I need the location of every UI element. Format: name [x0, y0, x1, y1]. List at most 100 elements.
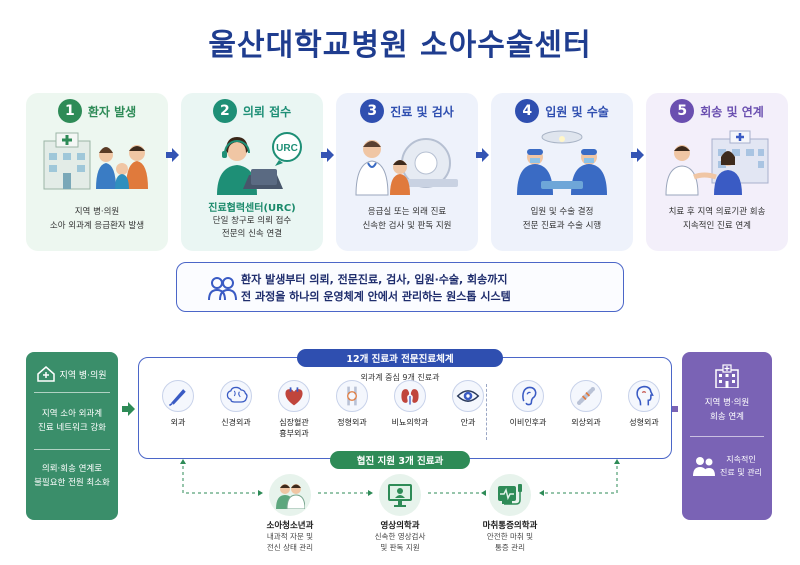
- step-desc-line: 단일 창구로 의뢰 접수: [212, 216, 292, 226]
- urc-label: 진료협력센터(URC): [208, 203, 296, 214]
- department-item: 신경외과: [208, 380, 264, 428]
- call-center-agent-icon: URC: [217, 132, 302, 195]
- step-card-return: 5 회송 및 연계 치료 후 지역 의료기관 회송 지속적인 진료 연계: [646, 93, 788, 251]
- doctor-ct-scanner-icon: [355, 138, 458, 196]
- step-card-surgery: 4 입원 및 수술 입원 및 수술 결정 전문 진료과 수술 시행: [491, 93, 633, 251]
- coop-dept-desc: 신속한 영상검사: [374, 532, 426, 541]
- face-profile-icon: [628, 380, 660, 412]
- department-name-line: 이비인후과: [509, 418, 547, 427]
- step-desc-line: 전문의 신속 연결: [221, 229, 283, 239]
- department-name: 이비인후과: [500, 417, 556, 428]
- kidney-icon: [394, 380, 426, 412]
- divider: [486, 384, 487, 440]
- step-desc-line: 지역 병·의원: [74, 207, 120, 217]
- coop-departments-pill: 협진 지원 3개 진료과: [330, 451, 470, 469]
- step-card-examination: 3 진료 및 검사 응급실 또는 외래 진료 신속한 검사 및 판독 지원: [336, 93, 478, 251]
- department-name-line: 성형외과: [629, 418, 659, 427]
- right-panel-text: 회송 연계: [710, 412, 744, 422]
- step-label: 입원 및 수술: [545, 104, 609, 119]
- department-name-line: 심장혈관: [279, 418, 309, 427]
- left-panel-text: 지역 소아 외과계: [41, 409, 103, 419]
- left-panel-heading: 지역 병·의원: [59, 370, 107, 381]
- coop-dept-desc: 및 판독 지원: [380, 543, 420, 552]
- department-name: 외과: [150, 417, 206, 428]
- department-item: 비뇨의학과: [382, 380, 438, 428]
- home-clinic-icon: [37, 366, 56, 382]
- department-name: 성형외과: [616, 417, 672, 428]
- step-desc-line: 신속한 검사 및 판독 지원: [362, 221, 452, 231]
- department-name-line: 정형외과: [337, 418, 367, 427]
- step-desc-line: 응급실 또는 외래 진료: [367, 207, 447, 217]
- coop-dept-radiology: 영상의학과 신속한 영상검사 및 판독 지원: [350, 474, 450, 553]
- department-name-line: 안과: [460, 418, 476, 427]
- department-item: 성형외과: [616, 380, 672, 428]
- right-panel-text: 지속적인: [726, 455, 756, 464]
- step-label: 회송 및 연계: [700, 104, 764, 119]
- department-item: 외과: [150, 380, 206, 428]
- department-item: 정형외과: [324, 380, 380, 428]
- left-panel-text: 불필요한 전원 최소화: [34, 478, 110, 488]
- left-panel-local-clinics: 지역 병·의원 지역 소아 외과계 진료 네트워크 강화 의뢰·회송 연계로 불…: [26, 352, 118, 520]
- department-name-line: 흉부외과: [279, 429, 309, 438]
- arrow-right-icon: [166, 148, 179, 162]
- step-label: 환자 발생: [87, 104, 137, 119]
- left-panel-text: 진료 네트워크 강화: [38, 423, 106, 433]
- right-panel-return: 지역 병·의원 회송 연계 지속적인 진료 및 관리: [682, 352, 772, 520]
- eye-icon: [452, 380, 484, 412]
- family-care-icon: [693, 457, 716, 476]
- bandaged-bone-icon: [570, 380, 602, 412]
- bone-joint-icon: [336, 380, 368, 412]
- department-name: 비뇨의학과: [382, 417, 438, 428]
- step-number: 4: [515, 99, 540, 123]
- coop-dept-desc: 전신 상태 관리: [266, 543, 314, 552]
- coop-dept-pediatrics: 소아청소년과 내과적 자문 및 전신 상태 관리: [240, 474, 340, 553]
- step-desc-line: 지속적인 진료 연계: [683, 221, 751, 231]
- step-card-referral: 2 의뢰 접수 URC 진료협력센터(URC) 단일 창구로 의뢰 접수 전문의…: [181, 93, 323, 251]
- arrow-right-icon: [321, 148, 334, 162]
- department-name: 안과: [440, 417, 496, 428]
- step-number: 2: [212, 99, 237, 123]
- scalpel-icon: [162, 380, 194, 412]
- banner-line: 환자 발생부터 의뢰, 전문진료, 검사, 입원·수술, 회송까지: [241, 273, 508, 286]
- urc-badge: URC: [276, 143, 298, 154]
- handshake-clinic-icon: [665, 130, 769, 196]
- step-number: 3: [360, 99, 385, 123]
- step-desc-line: 전문 진료과 수술 시행: [522, 221, 602, 231]
- coop-dept-name: 마취통증의학과: [482, 521, 538, 531]
- page-title: 울산대학교병원 소아수술센터: [208, 28, 592, 63]
- right-panel-text: 지역 병·의원: [704, 398, 750, 408]
- coop-dept-anesthesiology: 마취통증의학과 안전한 마취 및 통증 관리: [460, 474, 560, 553]
- step-label: 진료 및 검사: [390, 104, 454, 119]
- anesthesia-monitor-icon: [489, 474, 531, 516]
- brain-icon: [220, 380, 252, 412]
- arrow-right-icon: [122, 402, 135, 416]
- one-stop-banner: 환자 발생부터 의뢰, 전문진료, 검사, 입원·수술, 회송까지 전 과정을 …: [176, 262, 624, 312]
- coop-dept-desc: 통증 관리: [495, 543, 525, 552]
- heart-icon: [278, 380, 310, 412]
- department-name-line: 외상외과: [571, 418, 601, 427]
- coop-dept-name: 영상의학과: [380, 521, 420, 531]
- step-label: 의뢰 접수: [242, 104, 292, 119]
- left-panel-text: 의뢰·회송 연계로: [41, 464, 103, 474]
- right-panel-text: 진료 및 관리: [720, 468, 762, 477]
- arrow-right-icon: [476, 148, 489, 162]
- department-name: 신경외과: [208, 417, 264, 428]
- arrow-right-icon: [631, 148, 644, 162]
- department-item: 외상외과: [558, 380, 614, 428]
- ear-icon: [512, 380, 544, 412]
- sub-departments-label: 외과계 중심 9개 진료과: [360, 373, 440, 382]
- building-icon: [715, 364, 739, 388]
- step-card-patient: 1 환자 발생 지역 병·의원 소아 외과계 응급환자 발생: [26, 93, 168, 251]
- department-name-line: 신경외과: [221, 418, 251, 427]
- step-desc-line: 소아 외과계 응급환자 발생: [49, 221, 145, 231]
- coop-dept-desc: 안전한 마취 및: [486, 532, 534, 541]
- coop-dept-name: 소아청소년과: [266, 521, 314, 531]
- monitor-scan-icon: [379, 474, 421, 516]
- main-departments-pill: 12개 진료과 전문진료체계: [297, 349, 503, 367]
- step-number: 5: [670, 99, 695, 123]
- department-item: 이비인후과: [500, 380, 556, 428]
- step-number: 1: [57, 99, 82, 123]
- hospital-family-icon: [43, 132, 148, 190]
